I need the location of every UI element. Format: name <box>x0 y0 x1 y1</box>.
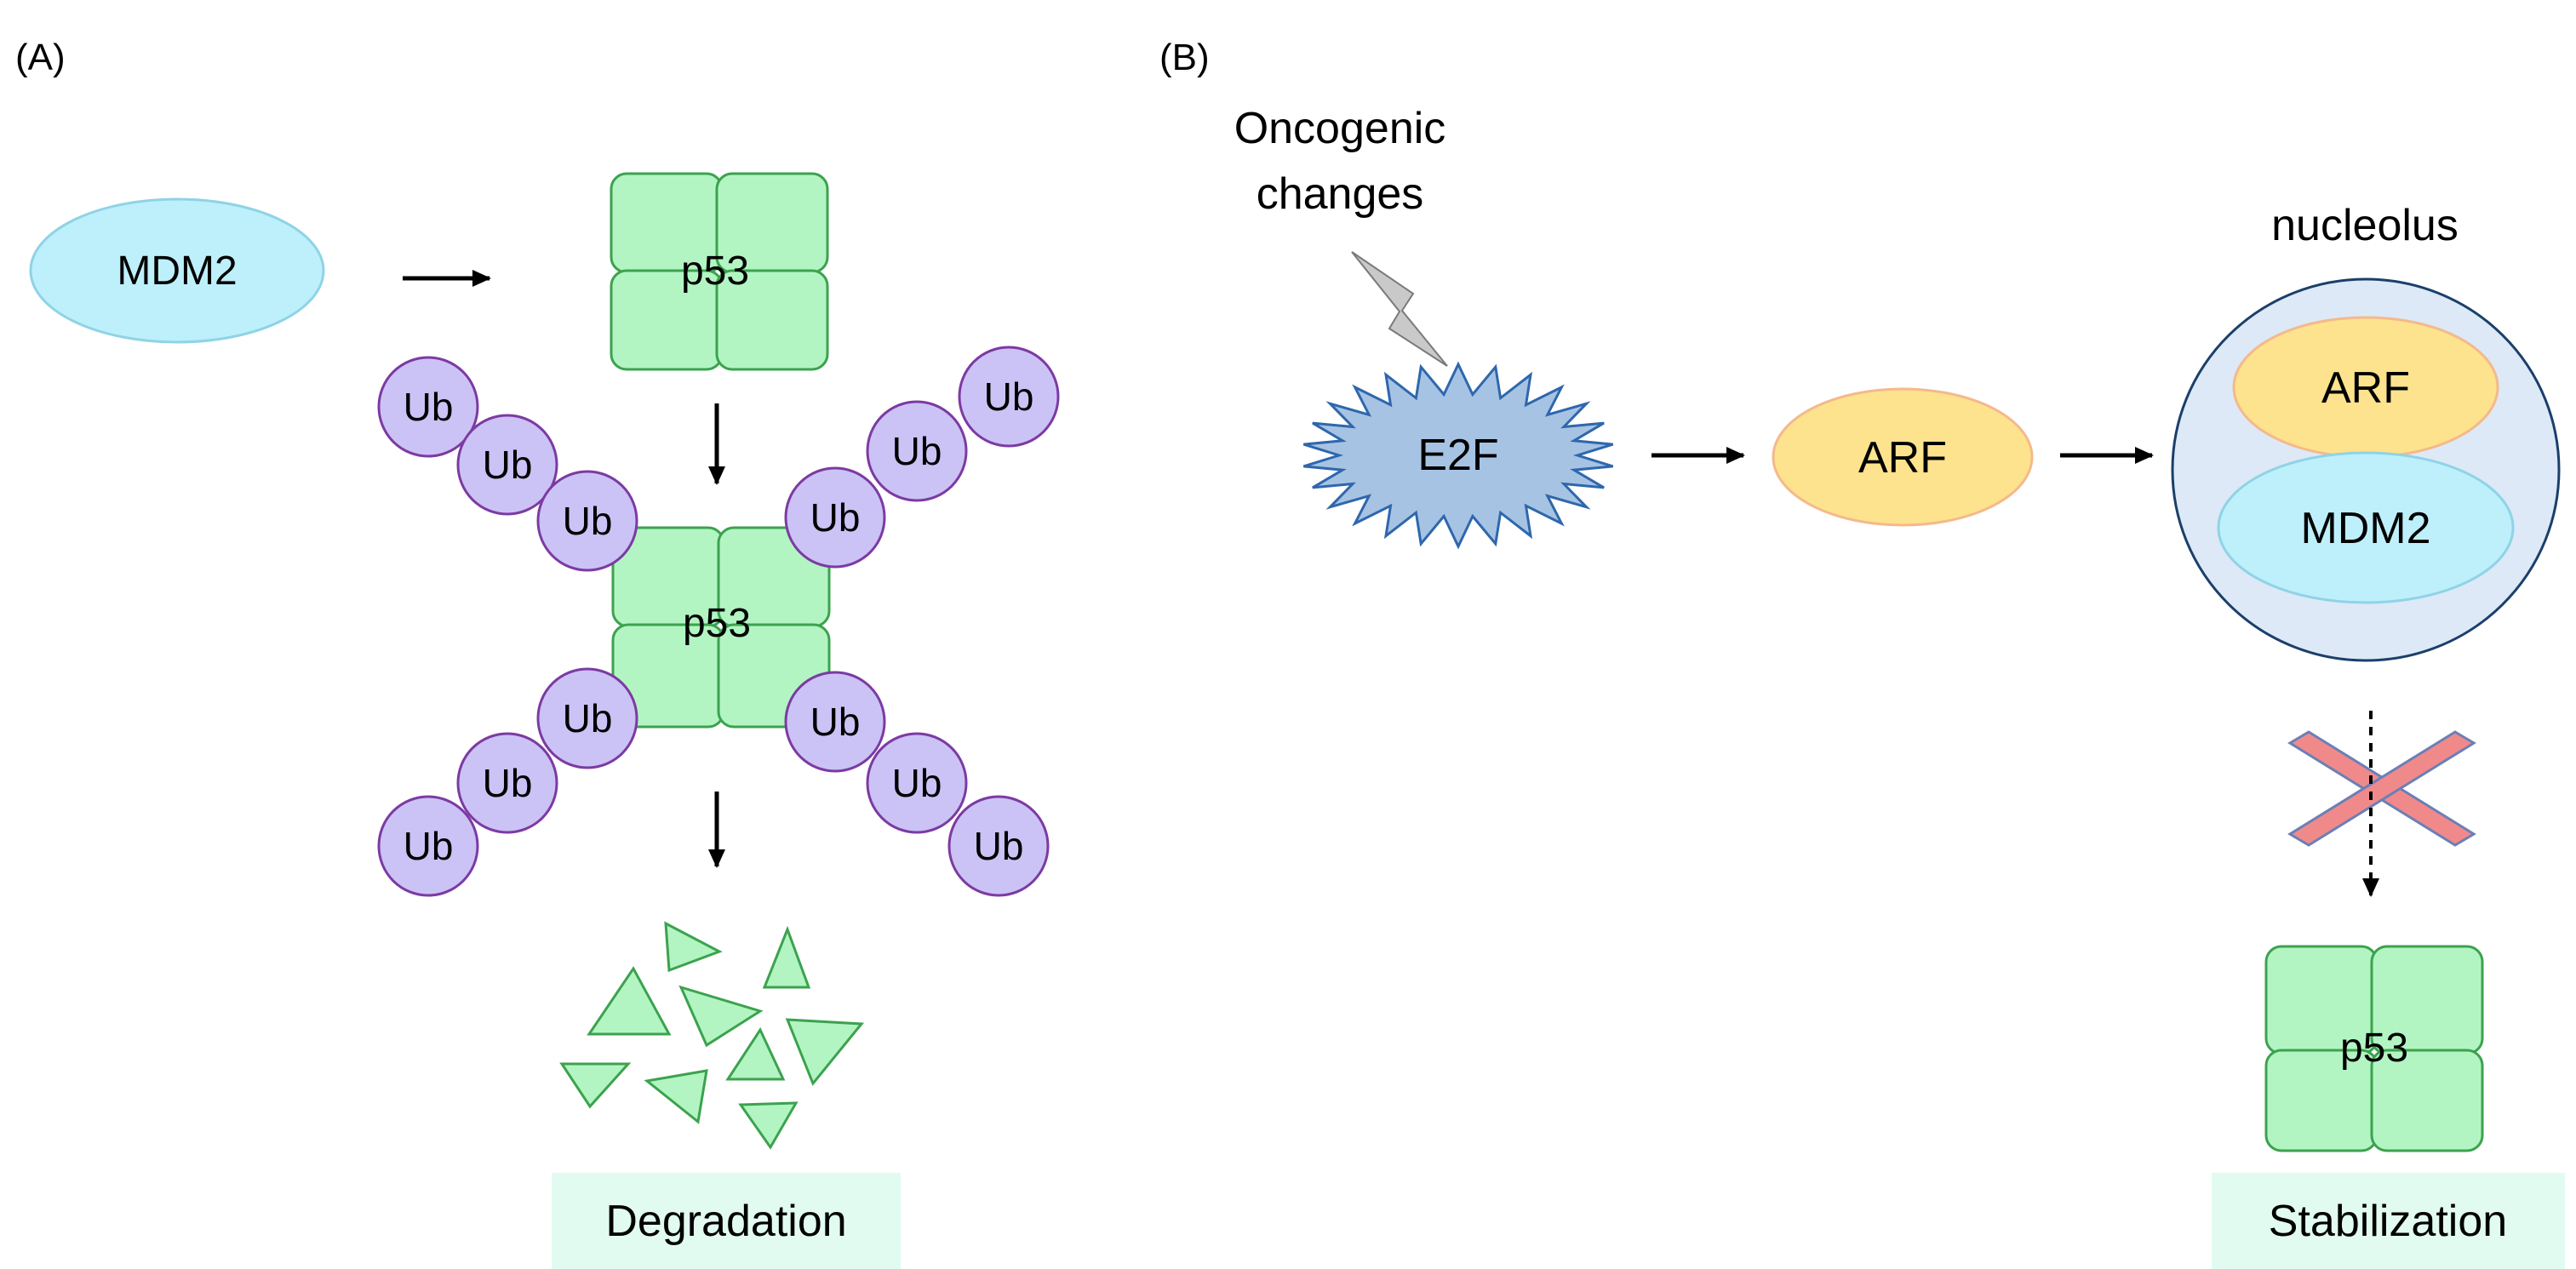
panel-b-label: (B) <box>1159 37 1210 78</box>
degradation-fragments <box>559 921 865 1150</box>
ubiquitin-circle: Ub <box>947 795 1050 897</box>
arf-label: ARF <box>1858 433 1947 483</box>
fragment <box>587 966 672 1036</box>
ub-label: Ub <box>404 824 454 868</box>
p53-tetramer-ubiquitinated: p53 <box>611 526 831 729</box>
fragment <box>785 1018 865 1086</box>
ubiquitin-circle: Ub <box>456 414 558 516</box>
nucleolus-circle: ARF MDM2 <box>2171 277 2561 662</box>
fragment <box>664 921 723 973</box>
ub-label: Ub <box>483 443 533 487</box>
ub-label: Ub <box>892 761 942 805</box>
nucleolus-arf-label: ARF <box>2321 363 2410 413</box>
mdm2-ellipse: MDM2 <box>29 197 325 344</box>
fragment <box>762 925 811 989</box>
e2f-label: E2F <box>1417 431 1498 480</box>
ub-label: Ub <box>483 761 533 805</box>
fragment <box>559 1062 632 1109</box>
p53-label-top: p53 <box>681 249 749 294</box>
ubiquitin-circle: Ub <box>958 346 1060 448</box>
e2f-starburst: E2F <box>1302 361 1614 550</box>
ubiquitin-circle: Ub <box>784 466 886 569</box>
nucleolus-mdm2-ellipse <box>2217 451 2515 604</box>
ubiquitin-circle: Ub <box>456 732 558 834</box>
ubiquitin-circle: Ub <box>377 356 479 458</box>
ubiquitin-circle: Ub <box>536 470 638 572</box>
cross-icon <box>2287 711 2476 851</box>
nucleolus-mdm2-label: MDM2 <box>2300 504 2430 553</box>
degradation-label-box: Degradation <box>552 1173 901 1269</box>
ub-label: Ub <box>563 499 613 543</box>
ub-label: Ub <box>810 700 861 744</box>
ub-label: Ub <box>404 385 454 429</box>
ub-label: Ub <box>892 429 942 473</box>
ub-label: Ub <box>810 495 861 540</box>
oncogenic-changes-line1: Oncogenic <box>1234 104 1446 153</box>
fragment <box>738 1101 799 1150</box>
p53-label-stabilized: p53 <box>2340 1026 2408 1071</box>
stabilization-label: Stabilization <box>2269 1197 2507 1246</box>
degradation-label: Degradation <box>605 1197 846 1246</box>
ub-label: Ub <box>984 374 1034 419</box>
ubiquitin-circle: Ub <box>377 795 479 897</box>
ubiquitin-circle: Ub <box>866 400 968 502</box>
stabilization-label-box: Stabilization <box>2212 1173 2565 1269</box>
panel-b: (B) Oncogenic changes E2F ARF nucleolus … <box>1159 37 2565 1269</box>
ub-label: Ub <box>974 824 1024 868</box>
oncogenic-changes-line2: changes <box>1257 169 1424 219</box>
ubiquitin-circle: Ub <box>784 671 886 773</box>
ubiquitin-circle: Ub <box>536 667 638 769</box>
fragment <box>725 1026 786 1081</box>
ub-label: Ub <box>563 696 613 740</box>
fragment <box>678 985 764 1048</box>
panel-a-label: (A) <box>15 37 66 78</box>
fragment <box>644 1069 708 1124</box>
p53-label-ubiquitinated: p53 <box>683 601 751 646</box>
ubiquitin-circle: Ub <box>866 732 968 834</box>
mdm2-label: MDM2 <box>117 249 237 294</box>
p53-tetramer-top: p53 <box>610 172 829 371</box>
lightning-bolt-icon <box>1351 251 1448 367</box>
arf-ellipse: ARF <box>1772 387 2034 527</box>
nucleolus-title: nucleolus <box>2271 201 2459 250</box>
p53-tetramer-stabilized: p53 <box>2264 945 2484 1152</box>
